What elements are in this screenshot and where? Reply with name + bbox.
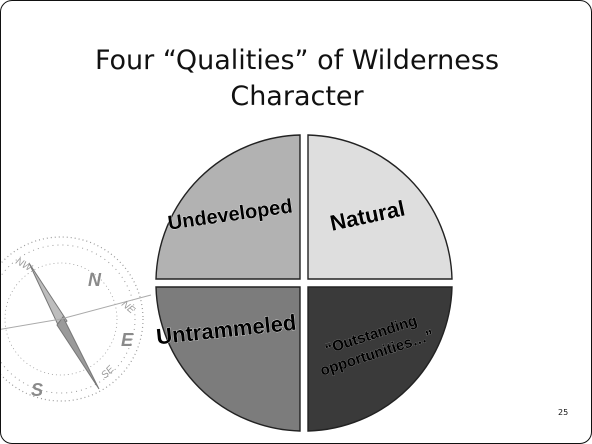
compass-nw-label: NW [14,256,35,275]
compass-se-label: SE [99,364,116,381]
compass-n-label: N [88,270,102,290]
slide-title: Four “Qualities” of Wilderness Character [41,43,553,115]
page-number: 25 [558,408,569,417]
quadrant-untrammeled [156,286,301,431]
title-line-1: Four “Qualities” of Wilderness [94,45,500,76]
compass-ne-label: NE [119,299,137,317]
compass-s-label: S [31,380,43,400]
compass-rose-icon: N NE E SE S NW [1,236,152,402]
compass-e-label: E [121,330,134,350]
title-line-2: Character [230,81,364,112]
